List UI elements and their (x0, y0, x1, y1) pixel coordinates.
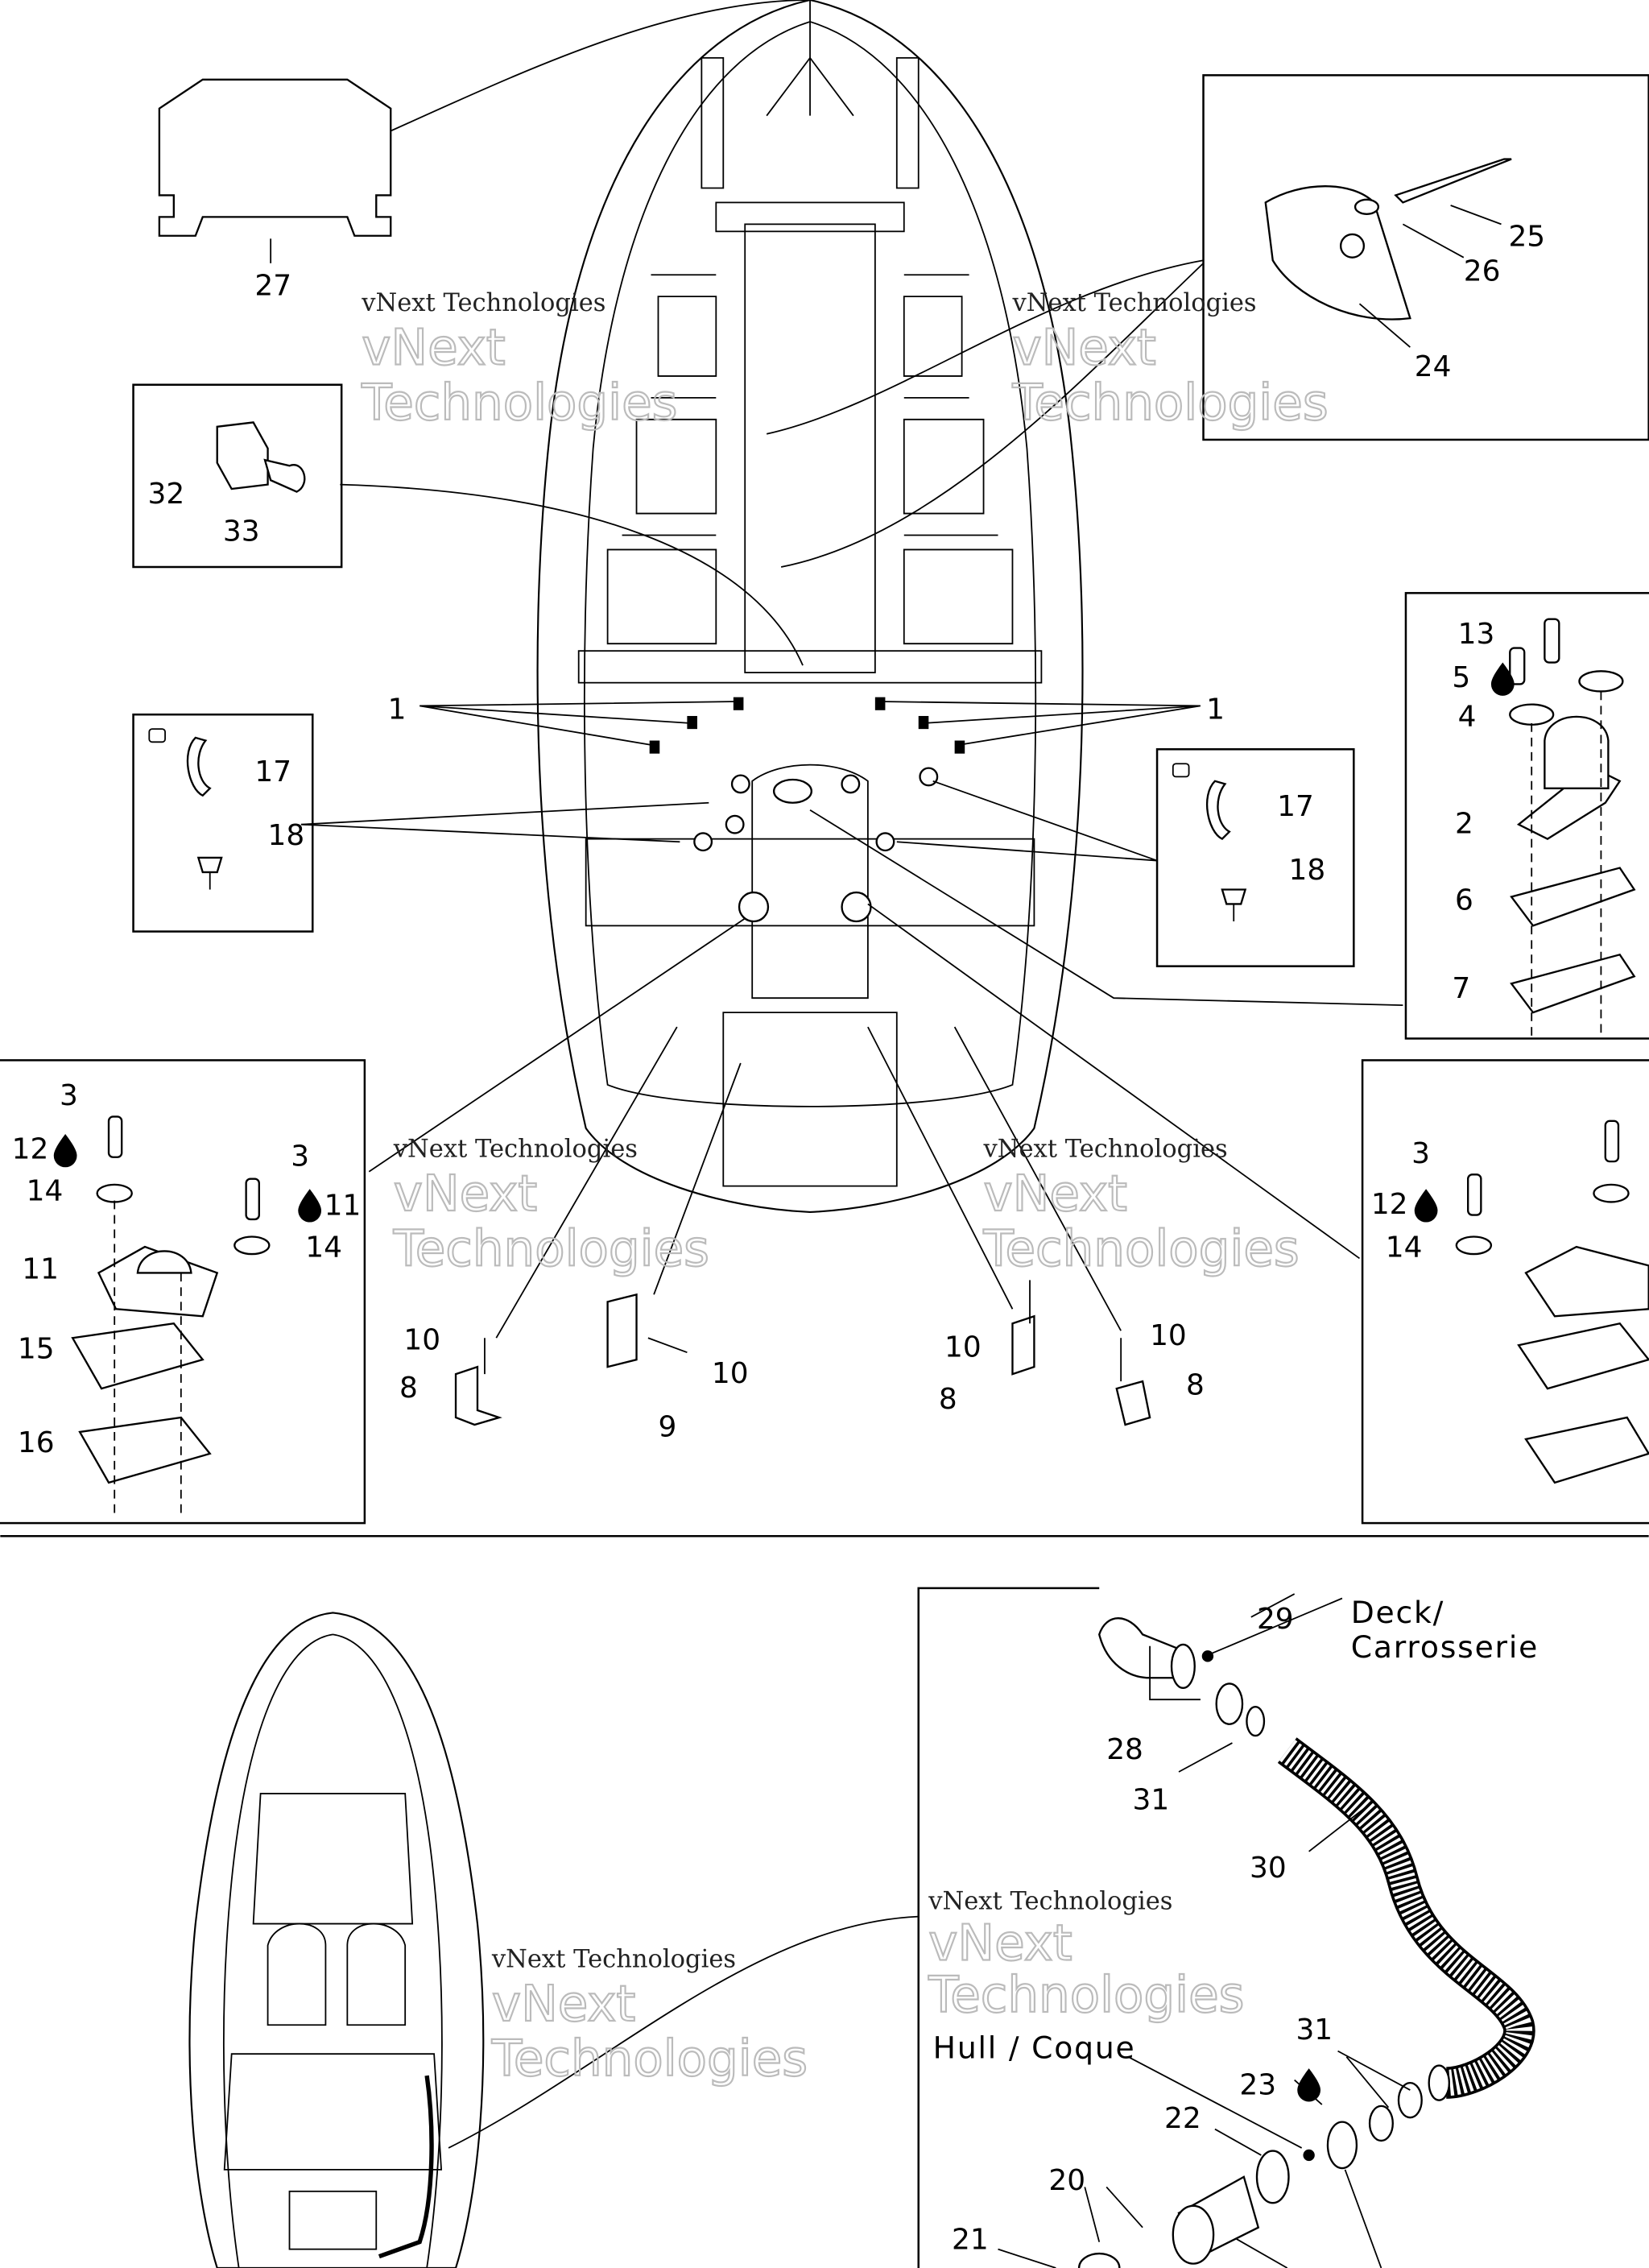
svg-text:vNext: vNext (362, 320, 505, 377)
callout-32: 32 (148, 478, 185, 511)
callout-8-b: 8 (939, 1383, 957, 1416)
svg-text:Technologies: Technologies (928, 1967, 1244, 2024)
callout-8-a: 8 (399, 1372, 418, 1405)
callout-33: 33 (223, 515, 260, 548)
detail-box-2-7 (1404, 592, 1649, 1040)
part-27-cover (158, 78, 392, 237)
callout-20: 20 (1048, 2164, 1085, 2197)
carrosserie-label: Carrosserie (1351, 1629, 1539, 1665)
callout-16: 16 (18, 1426, 55, 1459)
hull-label: Hull / Coque (933, 2030, 1136, 2066)
sealant-drop-icon (53, 662, 1515, 2102)
callout-3-left: 3 (60, 1079, 78, 1112)
deck-label: Deck/ (1351, 1595, 1444, 1630)
brackets (454, 1280, 1151, 1426)
callout-10-a: 10 (403, 1324, 440, 1357)
callout-14-left: 14 (27, 1175, 64, 1208)
callout-1-left: 1 (388, 693, 407, 726)
callout-31-top: 31 (1133, 1784, 1170, 1817)
svg-text:Technologies: Technologies (361, 375, 677, 432)
drain-hose-assembly (998, 1593, 1535, 2268)
svg-text:vNext Technologies: vNext Technologies (928, 1888, 1172, 1916)
svg-text:vNext Technologies: vNext Technologies (361, 289, 605, 317)
mount-assembly-right (1509, 618, 1636, 1039)
callout-2: 2 (1455, 807, 1473, 840)
callout-9: 9 (658, 1410, 676, 1443)
callout-10-d: 10 (1150, 1319, 1187, 1352)
svg-text:vNext: vNext (1012, 320, 1155, 377)
svg-text:Technologies: Technologies (393, 1220, 709, 1277)
callout-22: 22 (1164, 2102, 1201, 2135)
svg-text:vNext: vNext (984, 1165, 1127, 1223)
boat-overview (188, 1612, 919, 2268)
callout-14-mid: 14 (305, 1231, 342, 1264)
callout-24: 24 (1415, 350, 1452, 383)
deck-top-view (536, 0, 1084, 1214)
callout-27: 27 (254, 269, 291, 302)
callout-25: 25 (1508, 220, 1545, 253)
callout-18-right: 18 (1288, 854, 1325, 887)
callout-17-left: 17 (254, 755, 291, 788)
callout-12-right: 12 (1371, 1188, 1408, 1221)
callout-11: 11 (22, 1253, 59, 1286)
callout-3-mid: 3 (291, 1140, 309, 1173)
callout-17-right: 17 (1277, 790, 1314, 823)
svg-text:vNext Technologies: vNext Technologies (983, 1136, 1228, 1164)
callout-11-mid: 11 (324, 1190, 362, 1223)
svg-text:vNext: vNext (394, 1165, 537, 1223)
detail-box-17-18-right (1155, 748, 1355, 967)
callout-31-bottom: 31 (1296, 2013, 1333, 2047)
callout-10-b: 10 (712, 1357, 749, 1390)
svg-text:vNext Technologies: vNext Technologies (1011, 289, 1256, 317)
callout-30: 30 (1250, 1852, 1287, 1885)
callout-labels: 27 32 33 25 26 24 1 1 17 18 17 18 13 5 4… (12, 220, 1545, 2256)
drain-detail-box (917, 1587, 1100, 2268)
callout-4: 4 (1458, 701, 1477, 734)
callout-12-left: 12 (12, 1133, 49, 1166)
callout-3-right: 3 (1411, 1137, 1430, 1170)
svg-text:vNext: vNext (492, 1976, 635, 2033)
detail-box-17-18-left (132, 713, 314, 933)
detail-box-right-partial (1361, 1059, 1649, 1525)
callout-1-right: 1 (1206, 693, 1225, 726)
leader-lines (300, 0, 1403, 1339)
callout-28: 28 (1106, 1733, 1143, 1766)
callout-15: 15 (18, 1332, 55, 1365)
callout-6: 6 (1455, 884, 1473, 917)
callout-26: 26 (1464, 255, 1501, 288)
svg-text:vNext Technologies: vNext Technologies (491, 1945, 736, 1973)
callout-18-left: 18 (268, 819, 305, 852)
mount-assembly-left (71, 1115, 271, 1519)
callout-21: 21 (952, 2224, 989, 2257)
svg-text:vNext: vNext (928, 1914, 1072, 1972)
detail-box-32-33 (132, 383, 343, 569)
callout-7: 7 (1452, 972, 1470, 1005)
callout-14-right: 14 (1386, 1231, 1423, 1264)
callout-8-c: 8 (1186, 1368, 1205, 1401)
callout-23: 23 (1239, 2068, 1276, 2101)
svg-text:Technologies: Technologies (983, 1220, 1300, 1277)
callout-5: 5 (1452, 661, 1470, 694)
svg-text:Technologies: Technologies (1011, 375, 1328, 432)
callout-10-c: 10 (944, 1331, 982, 1364)
svg-text:vNext Technologies: vNext Technologies (393, 1136, 638, 1164)
detail-box-11-16 (0, 1059, 366, 1525)
callout-13: 13 (1458, 618, 1495, 651)
callout-29: 29 (1257, 1603, 1294, 1636)
watermark: vNext Technologies vNext Technologies vN… (360, 289, 1329, 2088)
svg-text:Technologies: Technologies (491, 2030, 808, 2088)
